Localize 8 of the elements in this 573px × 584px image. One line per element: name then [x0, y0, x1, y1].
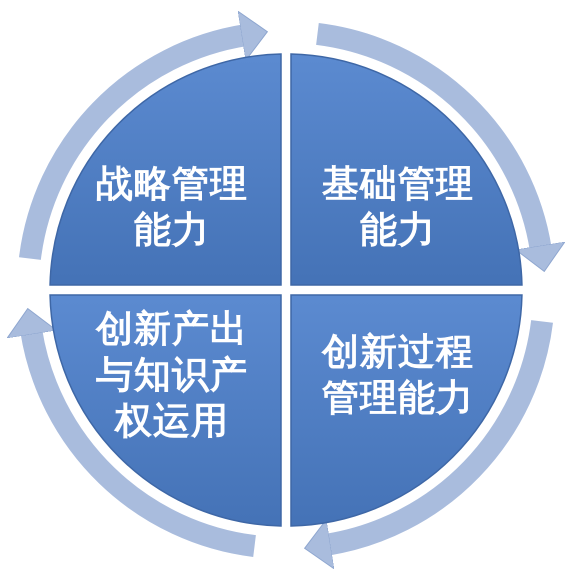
quadrant-sector	[50, 295, 281, 526]
quadrant-sector	[50, 54, 281, 285]
quadrant-label: 创新产出与知识产权运用	[94, 306, 249, 444]
quadrant-label: 基础管理能力	[321, 161, 475, 253]
quadrant-label: 战略管理能力	[95, 161, 249, 253]
quadrant-sector	[291, 295, 522, 526]
quadrant-sector	[291, 54, 522, 285]
quadrant-label: 创新过程管理能力	[320, 329, 475, 421]
